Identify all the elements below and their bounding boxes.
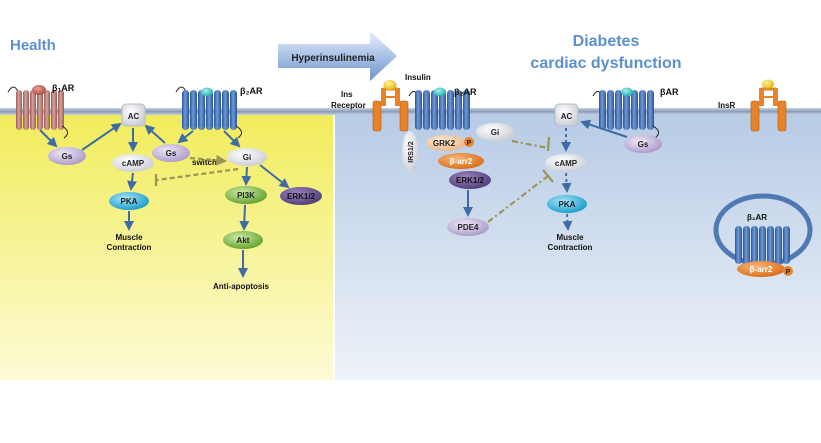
muscle-contraction-diabetes-line2: Contraction — [548, 243, 593, 252]
ac-label-diabetes: AC — [561, 112, 573, 121]
dotted-pka-to-muscle — [562, 213, 573, 231]
diabetes-inhibition — [487, 139, 549, 223]
gs-label-left: Gs — [62, 152, 73, 161]
bar-label-diabetes: βAR — [660, 87, 679, 97]
gi-inhibits-ac — [511, 139, 549, 150]
camp-health — [112, 154, 154, 172]
muscle-contraction-health-line2: Contraction — [107, 243, 152, 252]
grk2 — [426, 135, 466, 151]
gi-protein-health — [227, 148, 267, 166]
beta2ar-label-internalized: β₂AR — [747, 213, 767, 222]
internalized-receptor-vesicle — [713, 193, 813, 267]
beta2ar-label-health: β₂AR — [240, 86, 263, 96]
beta2-adrenergic-receptor-health — [175, 86, 242, 139]
anti-apoptosis-label: Anti-apoptosis — [213, 282, 270, 291]
switch-label: switch — [192, 158, 217, 167]
pde4-label: PDE4 — [458, 223, 479, 232]
diabetes-dotted-arrows — [561, 128, 573, 231]
irs12 — [402, 131, 418, 173]
beta1-adrenergic-receptor — [7, 85, 68, 139]
hyperinsulinemia-arrow — [278, 31, 397, 81]
barr2-label: β-arr2 — [450, 157, 473, 166]
insulin-receptor — [372, 80, 409, 132]
insulin-label: Insulin — [405, 73, 431, 82]
gi-label-diabetes: Gi — [491, 128, 499, 137]
diabetes-title-line2: cardiac dysfunction — [530, 55, 681, 72]
akt-label: Akt — [237, 236, 250, 245]
phospho-label-grk2: P — [467, 140, 472, 147]
beta2ar-label-diabetes: β₂AR — [454, 87, 477, 97]
pka-health — [109, 192, 149, 210]
ins-receptor-label-line1: Ins — [341, 90, 353, 99]
muscle-contraction-diabetes-line1: Muscle — [556, 233, 584, 242]
muscle-contraction-health-line1: Muscle — [115, 233, 143, 242]
cell-membrane — [0, 108, 821, 115]
beta2-adrenergic-receptor-diabetes — [408, 87, 470, 130]
phospho-label-internalized: P — [786, 269, 791, 276]
arrow-b1ar-to-gs — [39, 129, 58, 148]
pi3k — [225, 186, 267, 204]
ins-receptor-label-line2: Receptor — [331, 101, 366, 110]
insr-label: InsR — [718, 101, 736, 110]
health-title: Health — [10, 37, 56, 54]
ac-label-health: AC — [128, 112, 140, 121]
barr2-label-internalized: β-arr2 — [750, 265, 773, 274]
erk-health — [280, 187, 322, 205]
adenylyl-cyclase-health — [121, 103, 146, 127]
beta1ar-label: β₁AR — [52, 83, 75, 93]
erk-label-health: ERK1/2 — [287, 192, 316, 201]
beta-arrestin2-internalized — [737, 261, 785, 277]
gs-protein-mid — [152, 144, 190, 162]
pka-label-health: PKA — [121, 197, 138, 206]
camp-diabetes — [545, 154, 587, 172]
pka-diabetes — [547, 195, 587, 213]
insulin-receptor-right — [750, 79, 787, 132]
phospho-internalized — [783, 266, 793, 276]
gs-protein-left — [48, 147, 86, 165]
inhibit-bar-camp — [542, 169, 554, 183]
erk-diabetes — [449, 171, 491, 189]
arrow-gs-to-ac-diabetes — [580, 119, 628, 138]
adenylyl-cyclase-diabetes — [554, 103, 579, 127]
phospho-grk2 — [464, 137, 474, 147]
diabetes-title-line1: Diabetes — [573, 33, 640, 50]
akt — [223, 231, 263, 249]
arrow-gs-to-ac — [81, 122, 122, 151]
gs-protein-diabetes — [624, 135, 662, 153]
arrow-camp-to-pka — [127, 172, 137, 191]
camp-label-diabetes: cAMP — [555, 159, 578, 168]
pde4 — [447, 218, 489, 236]
hyperinsulinemia-label: Hyperinsulinemia — [291, 53, 375, 64]
arrow-gi-to-pi3k — [241, 166, 252, 186]
inhibit-bar-ac — [546, 136, 551, 152]
gi-protein-diabetes — [476, 123, 514, 141]
arrow-gi-to-erk — [259, 164, 290, 189]
beta-adrenergic-receptor-diabetes — [592, 87, 659, 139]
arrow-gs-to-ac-mid — [144, 124, 166, 144]
arrow-pi3k-to-akt — [239, 204, 250, 231]
gs-label-mid: Gs — [166, 149, 177, 158]
grk2-label: GRK2 — [433, 139, 456, 148]
dashed-gs-to-gi-switch — [189, 154, 228, 166]
pka-label-diabetes: PKA — [559, 200, 576, 209]
gi-label-health: Gi — [243, 153, 251, 162]
health-dashed-arrows — [156, 154, 239, 182]
irs-label: IRS1/2 — [408, 141, 415, 163]
camp-label-health: cAMP — [122, 159, 145, 168]
arrow-b2ar-to-gi — [223, 130, 241, 148]
pi3k-label: PI3K — [237, 191, 255, 200]
pde4-inhibits-camp — [487, 175, 549, 223]
beta-arrestin2 — [438, 153, 484, 169]
erk-label-diabetes: ERK1/2 — [456, 176, 485, 185]
diabetes-arrows — [463, 119, 628, 217]
health-arrows — [39, 122, 290, 278]
gs-label-diabetes: Gs — [638, 140, 649, 149]
arrow-b2ar-to-gs — [177, 130, 194, 144]
dashed-gi-inhibits-camp — [156, 167, 239, 182]
